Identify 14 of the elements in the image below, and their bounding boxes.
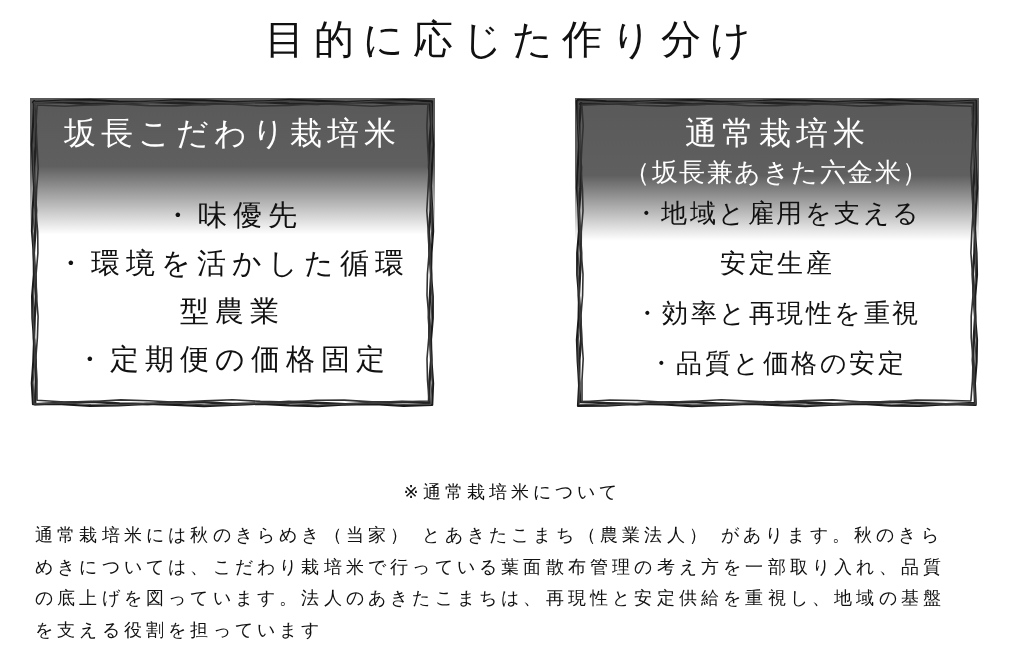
bullet-item: ・環境を活かした循環型農業 xyxy=(54,245,411,330)
diagram-title: 目的に応じた作り分け xyxy=(263,15,761,64)
note-paragraph: 通常栽培米には秋のきらめき（当家） とあきたこまち（農業法人） があります。秋のきらめきについては、こだわり栽培米で行っている葉面散布管理の考え方を一部取り入れ、品質の底上げを図っています。法人のあきたこまちは、再現性と安定供給を重視し、地域の基盤を支える役割を担っています xyxy=(35,523,947,642)
info-card xyxy=(30,98,435,408)
card-heading: 坂長こだわり栽培米 xyxy=(63,113,402,154)
bullet-item: ・品質と価格の安定 xyxy=(646,347,908,380)
note-heading: ※通常栽培米について xyxy=(402,480,622,504)
card-subheading: （坂長兼あきた六金米） xyxy=(623,156,931,189)
bullet-item: ・定期便の価格固定 xyxy=(73,341,392,378)
card-heading: 通常栽培米 xyxy=(683,113,871,153)
info-card xyxy=(575,98,979,408)
bullet-item: ・地域と雇用を支える安定生産 xyxy=(631,197,923,280)
bullet-item: ・味優先 xyxy=(161,197,304,234)
bullet-item: ・効率と再現性を重視 xyxy=(632,297,922,330)
